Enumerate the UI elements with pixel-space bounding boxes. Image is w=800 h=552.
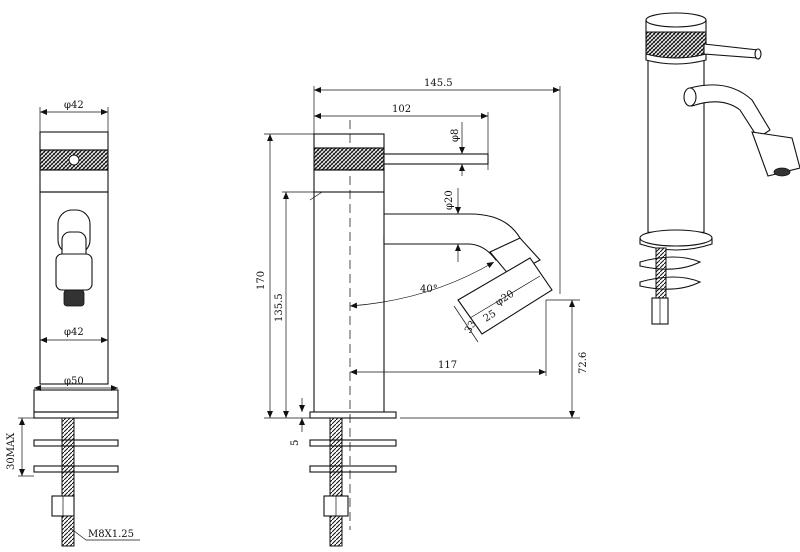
side-base-plate	[309, 411, 397, 419]
front-shank-end	[61, 515, 75, 547]
side-washer-upper	[309, 439, 397, 447]
iso-spout	[689, 84, 771, 139]
side-nozzle	[457, 237, 553, 335]
dim-angle: 40°	[349, 261, 495, 309]
side-body-chamfer	[309, 191, 323, 201]
front-base-plate	[33, 411, 119, 419]
dim-spout-reach: 117	[350, 300, 547, 376]
front-cap	[39, 131, 109, 151]
dim-angle-label: 40°	[420, 284, 438, 295]
iso-washer-upper	[639, 256, 702, 270]
front-base	[33, 389, 119, 413]
side-view: 145.5 102 φ8	[256, 78, 589, 547]
dim-overall-reach: 145.5	[313, 78, 561, 294]
front-threaded-shank	[61, 417, 75, 497]
iso-knurl-band	[645, 31, 707, 59]
iso-nozzle	[751, 131, 800, 177]
iso-threaded-shank	[655, 247, 667, 299]
dim-base-diameter: φ50	[34, 376, 118, 391]
iso-cap	[645, 20, 707, 65]
thread-callout-label: M8X1.25	[88, 529, 134, 540]
iso-handle-lever	[703, 43, 759, 59]
dim-handle-diameter-label: φ8	[450, 129, 461, 142]
side-shank-end	[329, 515, 343, 547]
dim-spout-diameter-label: φ20	[444, 190, 455, 210]
dim-top-diameter-label: φ42	[64, 100, 84, 111]
side-threaded-shank	[329, 417, 343, 497]
side-washer-lower	[309, 465, 397, 473]
dim-max-thickness-label: 30MAX	[6, 432, 17, 470]
dim-top-diameter: φ42	[39, 100, 109, 132]
dim-body-height: 135.5	[274, 191, 314, 418]
dim-body-height-label: 135.5	[274, 293, 285, 322]
dim-handle-diameter: φ8	[450, 122, 465, 176]
iso-cap-top	[645, 12, 707, 28]
front-nozzle	[55, 209, 93, 307]
side-body	[313, 192, 385, 413]
dim-total-height-label: 170	[256, 271, 267, 290]
dim-spout-diameter: φ20	[444, 188, 461, 262]
side-cap	[313, 133, 385, 149]
dim-spout-reach-label: 117	[438, 360, 457, 371]
front-body	[39, 191, 109, 385]
dim-base-diameter-label: φ50	[64, 376, 84, 387]
side-knurl-band	[313, 147, 385, 171]
thread-callout: M8X1.25	[69, 527, 140, 541]
front-handle-end	[68, 154, 80, 166]
dim-base-thickness-label: 5	[290, 440, 301, 446]
dim-body-diameter-label: φ42	[64, 327, 84, 338]
iso-base	[639, 229, 713, 247]
front-washer-lower	[33, 465, 119, 473]
dim-base-thickness: 5	[290, 398, 305, 446]
dim-outlet-height: 72.6	[400, 299, 589, 419]
dim-overall-reach-label: 145.5	[424, 78, 453, 89]
front-cap-lower	[39, 169, 109, 193]
front-washer-upper	[33, 439, 119, 447]
dim-handle-reach-label: 102	[392, 104, 411, 115]
side-cap-lower	[313, 169, 385, 193]
dim-nozzle-width-33-line	[453, 305, 479, 343]
dim-body-diameter: φ42	[40, 327, 108, 343]
iso-washer-lower	[639, 276, 702, 290]
dim-total-height: 170	[256, 133, 314, 419]
dim-max-thickness: 30MAX	[6, 417, 34, 477]
side-handle-lever	[383, 153, 489, 165]
front-view: φ42 φ42 φ50	[6, 100, 140, 547]
dim-outlet-height-label: 72.6	[578, 352, 589, 374]
iso-view	[639, 12, 800, 325]
